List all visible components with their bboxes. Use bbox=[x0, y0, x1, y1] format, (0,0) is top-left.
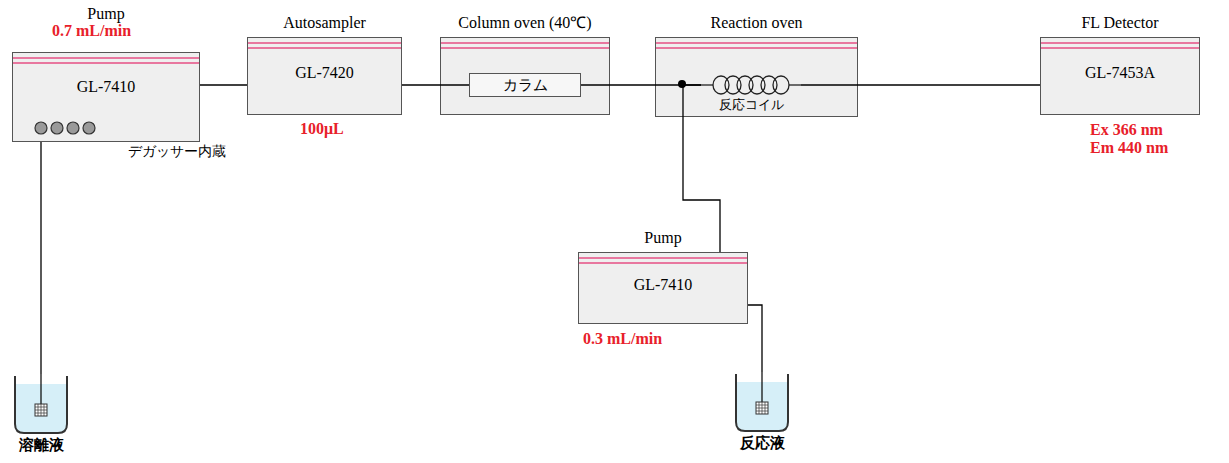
flow-tube bbox=[40, 142, 41, 374]
coil-caption: 反応コイル bbox=[701, 97, 801, 113]
flow-rate: 0.7 mL/min bbox=[52, 22, 131, 40]
unit-heading: Pump bbox=[87, 5, 124, 23]
unit-model: GL-7420 bbox=[295, 64, 354, 82]
unit-model: カラム bbox=[503, 76, 548, 94]
junction-dot bbox=[678, 80, 686, 88]
unit-heading: Column oven (40℃) bbox=[458, 14, 591, 32]
column-box: カラム bbox=[469, 73, 581, 97]
unit-model: GL-7453A bbox=[1085, 64, 1155, 82]
pump-box: PumpGL-7410 bbox=[578, 252, 748, 324]
flow-tube bbox=[200, 84, 247, 85]
unit-heading: Pump bbox=[644, 229, 681, 247]
eluent-bottle: 溶離液 bbox=[12, 374, 70, 456]
bottle-shape bbox=[733, 372, 791, 434]
flow-tube bbox=[748, 305, 762, 372]
autosampler-box: AutosamplerGL-7420 bbox=[247, 37, 402, 115]
unit-heading: FL Detector bbox=[1081, 14, 1158, 32]
coil-symbol bbox=[701, 73, 801, 97]
bottle-caption: 溶離液 bbox=[12, 436, 70, 454]
column-oven-box: Column oven (40℃)カラム bbox=[440, 37, 610, 115]
unit-model: GL-7410 bbox=[634, 276, 693, 294]
fl-detector-box: FL DetectorGL-7453A bbox=[1040, 37, 1200, 115]
bottle-shape bbox=[12, 374, 70, 436]
unit-heading: Autosampler bbox=[283, 14, 366, 32]
unit-heading: Reaction oven bbox=[711, 14, 803, 32]
flow-rate: 0.3 mL/min bbox=[583, 330, 662, 348]
flow-tube bbox=[402, 84, 469, 85]
injection-volume: 100μL bbox=[300, 120, 344, 138]
reaction-coil: 反応コイル bbox=[701, 73, 801, 115]
emission-wavelength: Em 440 nm bbox=[1090, 139, 1168, 157]
degasser-note: デガッサー内蔵 bbox=[128, 143, 226, 161]
reaction-oven-box: Reaction oven反応コイル bbox=[655, 37, 858, 117]
unit-model: GL-7410 bbox=[77, 78, 136, 96]
bottle-caption: 反応液 bbox=[733, 434, 791, 452]
flow-tube bbox=[801, 84, 1040, 85]
reagent-bottle: 反応液 bbox=[733, 372, 791, 454]
excitation-wavelength: Ex 366 nm bbox=[1090, 121, 1163, 139]
